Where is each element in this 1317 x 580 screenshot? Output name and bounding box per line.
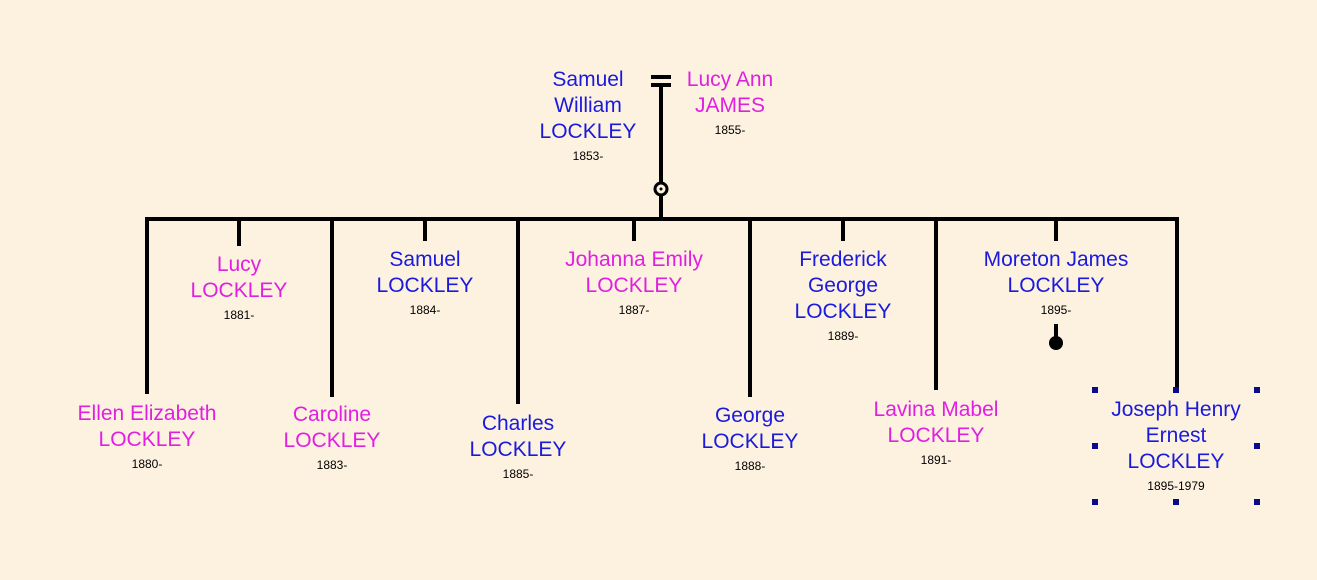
person-child-charles[interactable]: Charles LOCKLEY 1885- xyxy=(443,411,593,483)
person-name-line: George xyxy=(807,274,879,297)
person-surname: LOCKLEY xyxy=(283,429,381,452)
person-surname: LOCKLEY xyxy=(190,279,288,302)
person-name-line: Charles xyxy=(481,412,555,435)
person-name-line: Samuel xyxy=(552,68,624,91)
person-name-line: Lucy xyxy=(216,253,262,276)
person-dates: 1895-1979 xyxy=(1147,479,1205,493)
person-child-george[interactable]: George LOCKLEY 1888- xyxy=(675,403,825,475)
person-dates: 1891- xyxy=(920,453,952,467)
selection-handle-middle-right[interactable] xyxy=(1254,443,1260,449)
person-dates: 1853- xyxy=(572,149,604,163)
person-name-line: Joseph Henry xyxy=(1111,398,1241,421)
person-child-samuel[interactable]: Samuel LOCKLEY 1884- xyxy=(350,247,500,319)
person-surname: LOCKLEY xyxy=(469,438,567,461)
person-mother[interactable]: Lucy Ann JAMES 1855- xyxy=(665,67,795,139)
person-dates: 1880- xyxy=(131,457,163,471)
person-surname: LOCKLEY xyxy=(376,274,474,297)
person-child-frederick[interactable]: Frederick George LOCKLEY 1889- xyxy=(768,247,918,345)
selection-handle-bottom-left[interactable] xyxy=(1092,499,1098,505)
person-name-line: Caroline xyxy=(292,403,372,426)
person-child-joseph[interactable]: Joseph Henry Ernest LOCKLEY 1895-1979 xyxy=(1096,397,1256,495)
person-name-line: Lucy Ann xyxy=(686,68,774,91)
person-surname: LOCKLEY xyxy=(1007,274,1105,297)
person-surname: LOCKLEY xyxy=(887,424,985,447)
person-surname: LOCKLEY xyxy=(794,300,892,323)
person-name-line: Moreton James xyxy=(983,248,1129,271)
person-dates: 1885- xyxy=(502,467,534,481)
person-child-lavina[interactable]: Lavina Mabel LOCKLEY 1891- xyxy=(851,397,1021,469)
person-dates: 1889- xyxy=(827,329,859,343)
person-name-line: Samuel xyxy=(389,248,461,271)
selection-handle-bottom-center[interactable] xyxy=(1173,499,1179,505)
person-surname: LOCKLEY xyxy=(539,120,637,143)
person-child-caroline[interactable]: Caroline LOCKLEY 1883- xyxy=(257,402,407,474)
person-dates: 1887- xyxy=(618,303,650,317)
person-surname: LOCKLEY xyxy=(1127,450,1225,473)
person-surname: LOCKLEY xyxy=(585,274,683,297)
person-dates: 1881- xyxy=(223,308,255,322)
person-child-lucy[interactable]: Lucy LOCKLEY 1881- xyxy=(164,252,314,324)
person-name-line: Lavina Mabel xyxy=(873,398,999,421)
selection-handle-bottom-right[interactable] xyxy=(1254,499,1260,505)
selection-handle-top-center[interactable] xyxy=(1173,387,1179,393)
person-surname: JAMES xyxy=(694,94,765,117)
person-dates: 1884- xyxy=(409,303,441,317)
family-node-center xyxy=(659,187,663,191)
person-name-line: George xyxy=(714,404,786,427)
person-dates: 1888- xyxy=(734,459,766,473)
person-dates: 1895- xyxy=(1040,303,1072,317)
person-name-line: William xyxy=(554,94,622,117)
person-name-line: Frederick xyxy=(799,248,887,271)
person-child-ellen[interactable]: Ellen Elizabeth LOCKLEY 1880- xyxy=(52,401,242,473)
person-dates: 1883- xyxy=(316,458,348,472)
selection-handle-top-left[interactable] xyxy=(1092,387,1098,393)
person-surname: LOCKLEY xyxy=(701,430,799,453)
person-surname: LOCKLEY xyxy=(98,428,196,451)
selection-handle-middle-left[interactable] xyxy=(1092,443,1098,449)
person-name-line: Ernest xyxy=(1145,424,1207,447)
person-child-johanna[interactable]: Johanna Emily LOCKLEY 1887- xyxy=(544,247,724,319)
person-father[interactable]: Samuel William LOCKLEY 1853- xyxy=(523,67,653,165)
person-name-line: Ellen Elizabeth xyxy=(77,402,217,425)
person-dates: 1855- xyxy=(714,123,746,137)
person-child-moreton[interactable]: Moreton James LOCKLEY 1895- xyxy=(966,247,1146,319)
selection-handle-top-right[interactable] xyxy=(1254,387,1260,393)
person-name-line: Johanna Emily xyxy=(565,248,703,271)
descendants-indicator-icon[interactable] xyxy=(1049,336,1063,350)
